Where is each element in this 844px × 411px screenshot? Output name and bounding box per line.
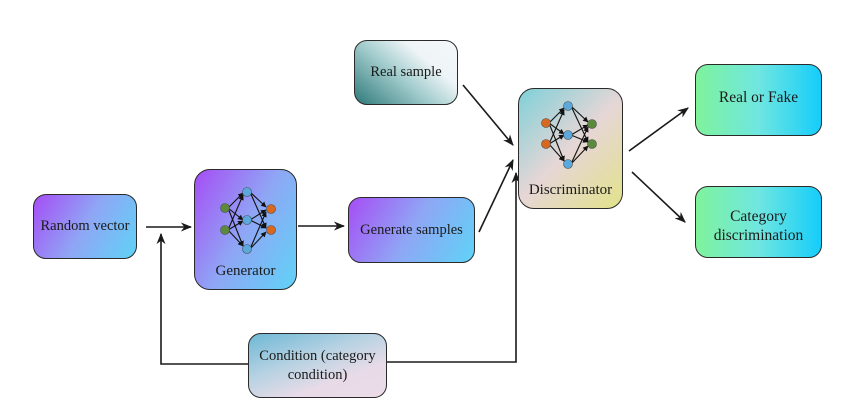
real-sample-node: Real sample (354, 40, 458, 105)
category-discrimination-node: Category discrimination (695, 186, 822, 258)
discriminator-input-node (541, 118, 551, 128)
edge-discriminator-to-real-or-fake (628, 107, 689, 152)
generator-hidden-node (242, 215, 252, 225)
discriminator-output-node (587, 119, 597, 129)
generator-hidden-node (242, 187, 252, 197)
generator-label: Generator (215, 263, 276, 280)
discriminator-neural-network-icon (541, 101, 597, 169)
edge-discriminator-to-category (631, 171, 686, 223)
discriminator-hidden-node (563, 101, 573, 111)
discriminator-output-node (587, 139, 597, 149)
discriminator-label: Discriminator (528, 182, 613, 199)
edge-condition-to-discriminator (387, 171, 521, 363)
discriminator-node: Discriminator (518, 88, 623, 209)
generator-output-node (266, 225, 276, 235)
edge-samples-to-discriminator (478, 158, 514, 233)
generator-neural-network-icon (220, 187, 276, 254)
real-sample-label: Real sample (370, 64, 442, 81)
generator-hidden-node (242, 244, 252, 254)
generate-samples-node: Generate samples (348, 197, 475, 263)
condition-label-line2: condition) (287, 366, 348, 383)
edge-real-to-discriminator (462, 84, 514, 146)
generate-samples-label: Generate samples (360, 221, 463, 238)
generator-node: Generator (194, 169, 297, 290)
random-vector-label: Random vector (40, 218, 130, 235)
category-discrimination-label-line1: Category (730, 207, 787, 225)
discriminator-hidden-node (563, 159, 573, 169)
generator-output-node (266, 204, 276, 214)
discriminator-hidden-node (563, 130, 573, 140)
random-vector-node: Random vector (33, 194, 137, 259)
condition-label-line1: Condition (category (259, 348, 376, 365)
real-or-fake-node: Real or Fake (695, 64, 822, 136)
generator-input-node (220, 203, 230, 213)
generator-input-node (220, 225, 230, 235)
edge-condition-to-generator (156, 232, 248, 365)
discriminator-input-node (541, 139, 551, 149)
category-discrimination-label-line2: discrimination (713, 227, 804, 244)
real-or-fake-label: Real or Fake (718, 89, 799, 107)
condition-node: Condition (category condition) (248, 333, 387, 398)
